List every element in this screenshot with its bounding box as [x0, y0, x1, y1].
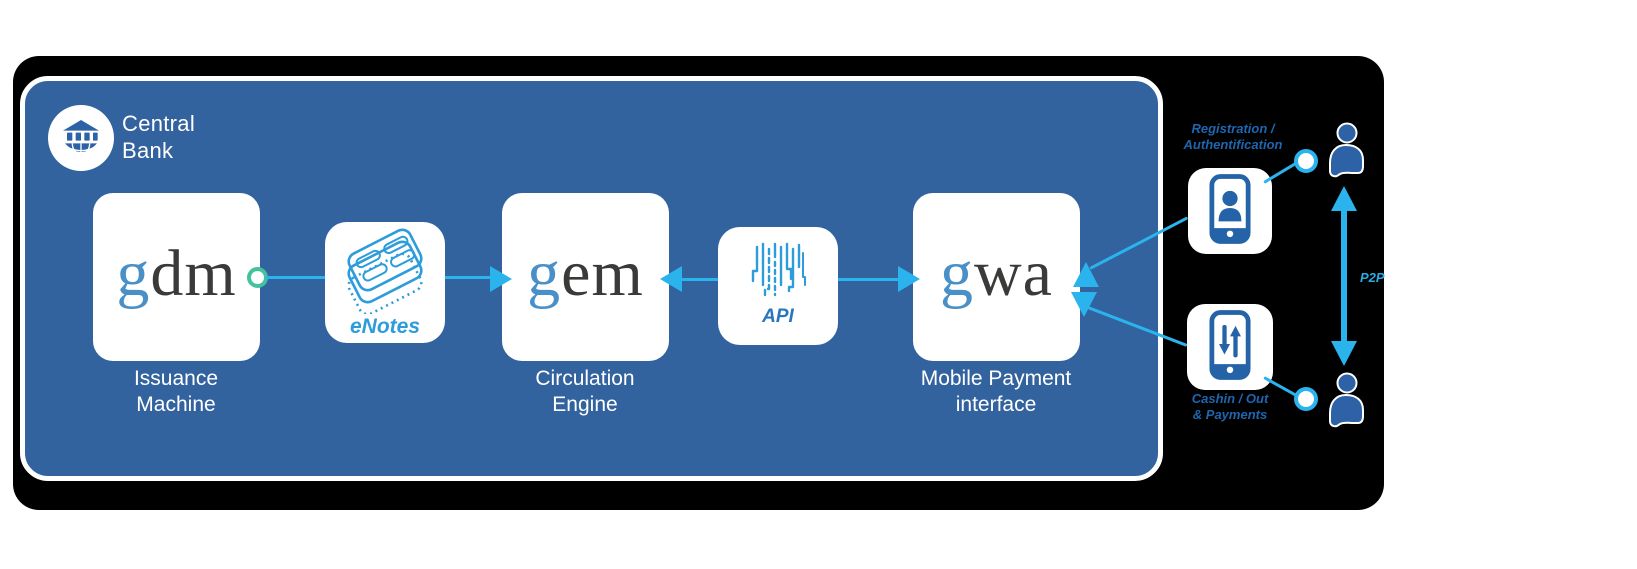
arrow-api-to-gem — [660, 266, 682, 292]
central-bank-title-line1: Central — [122, 111, 196, 136]
arrow-enotes-to-gem — [490, 266, 512, 292]
registration-phone-tile — [1188, 168, 1272, 254]
link-enotes-to-gem — [445, 276, 492, 279]
cashin-link-dot — [1294, 387, 1318, 411]
gdm-label: Issuance Machine — [133, 367, 219, 416]
enotes-icon — [329, 228, 441, 319]
registration-link-dot — [1294, 149, 1318, 173]
registration-label: Registration / Authentification — [1183, 121, 1283, 152]
node-gwa: gwa — [913, 193, 1080, 361]
node-gem: gem — [502, 193, 669, 361]
central-bank-logo — [48, 105, 114, 171]
smartphone-user-icon — [1209, 173, 1251, 250]
gdm-port-dot — [247, 267, 268, 288]
api-tile: API — [718, 227, 838, 345]
enotes-caption: eNotes — [349, 315, 421, 338]
central-bank-title: Central Bank — [122, 110, 195, 164]
link-api-to-gwa — [838, 278, 898, 281]
arrow-gwa-down — [1071, 292, 1097, 317]
cashin-phone-tile — [1187, 304, 1273, 390]
gwa-logo: gwa — [940, 237, 1053, 310]
gem-label: Circulation Engine — [535, 367, 635, 416]
api-caption: API — [762, 306, 794, 327]
p2p-arrowhead-up — [1331, 186, 1357, 211]
gwa-label: Mobile Payment interface — [920, 367, 1072, 416]
p2p-arrowhead-down — [1331, 341, 1357, 366]
enotes-tile: eNotes — [325, 222, 445, 343]
user-icon-bottom — [1325, 372, 1367, 435]
user-icon-top — [1325, 122, 1367, 185]
api-icon — [747, 241, 809, 308]
cashin-label: Cashin / Out & Payments — [1191, 391, 1269, 422]
p2p-label: P2P — [1360, 270, 1385, 285]
bank-icon — [59, 114, 103, 163]
link-gdm-to-enotes — [266, 276, 325, 279]
gem-logo: gem — [527, 237, 644, 310]
central-bank-title-line2: Bank — [122, 138, 174, 163]
arrow-gwa-up — [1073, 262, 1099, 287]
gdm-logo: gdm — [116, 237, 237, 310]
node-gdm: gdm — [93, 193, 260, 361]
p2p-arrow-shaft — [1341, 210, 1347, 343]
smartphone-transfer-icon — [1209, 309, 1251, 386]
arrow-api-to-gwa — [898, 266, 920, 292]
link-api-to-gem — [680, 278, 718, 281]
